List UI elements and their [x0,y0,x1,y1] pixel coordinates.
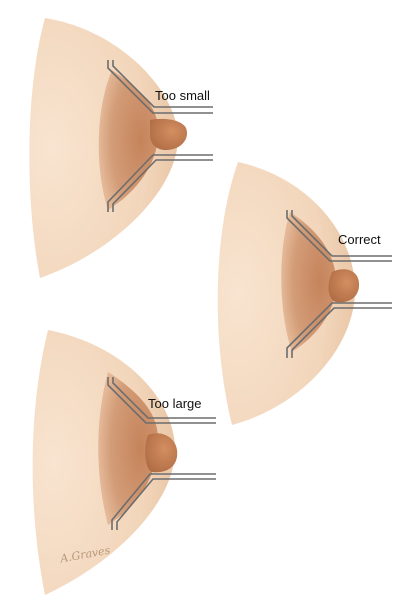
flange-correct [286,210,392,358]
flange-too-large [107,377,216,530]
nipple-too-small [150,118,188,150]
breast-too-small [29,18,188,278]
breast-too-large [32,330,178,595]
label-too-small: Too small [155,88,210,103]
breast-correct [217,162,360,425]
nipple-correct [328,269,360,303]
flange-too-small [107,60,213,212]
label-correct: Correct [338,232,381,247]
label-too-large: Too large [148,396,202,411]
nipple-too-large [145,433,178,473]
